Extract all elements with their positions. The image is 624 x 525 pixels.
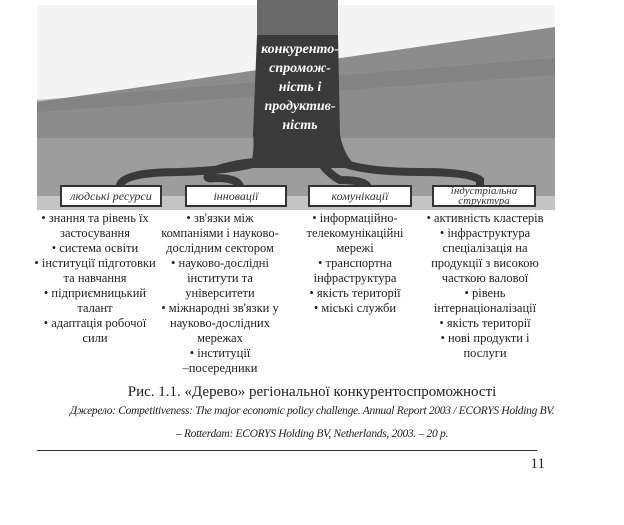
root-box-industrial-structure: індустріальна структура xyxy=(432,185,536,207)
list-item: • транспортна xyxy=(318,256,392,270)
figure-caption: Рис. 1.1. «Дерево» регіональної конкурен… xyxy=(127,384,497,400)
list-item: • підприємницький xyxy=(43,286,147,300)
list-item: • інформаційно- xyxy=(312,211,398,225)
root-box-human-resources: людські ресурси xyxy=(60,185,162,207)
source-line-2: – Rotterdam: ECORYS Holding BV, Netherla… xyxy=(175,428,449,440)
root-box-communications: комунікації xyxy=(308,185,412,207)
list-item: університети xyxy=(185,286,255,300)
root-box-label: комунікації xyxy=(331,189,389,203)
trunk-top xyxy=(257,0,338,35)
list-item: • якість території xyxy=(309,286,401,300)
list-item: • інфраструктура xyxy=(439,226,531,240)
list-item: науково-дослідних xyxy=(170,316,270,330)
list-item: • активність кластерів xyxy=(426,211,544,225)
root-box-label: індустріальна структура xyxy=(450,185,518,207)
list-item: талант xyxy=(77,301,113,315)
list-item: • міжнародні зв'язки у xyxy=(161,301,279,315)
list-item: мережі xyxy=(336,241,374,255)
list-item: • нові продукти і xyxy=(440,331,530,345)
list-item: дослідним сектором xyxy=(166,241,274,255)
list-item: інфраструктура xyxy=(313,271,397,285)
list-item: • науково-дослідні xyxy=(171,256,269,270)
list-item: • зв'язки між xyxy=(186,211,254,225)
trunk-label-line: ність і xyxy=(278,80,322,95)
page-number: 11 xyxy=(530,456,545,472)
tree-trunk xyxy=(250,0,360,168)
tree-diagram xyxy=(37,0,555,210)
list-item: • якість території xyxy=(439,316,531,330)
list-item: часткою валової xyxy=(441,271,529,285)
trunk-label-line: ність xyxy=(282,118,318,133)
list-item: та навчання xyxy=(63,271,127,285)
footer-divider xyxy=(37,450,537,451)
list-item: мережах xyxy=(197,331,243,345)
root-box-label: інновації xyxy=(213,189,259,203)
list-item: • міські служби xyxy=(313,301,397,315)
list-item: • система освіти xyxy=(51,241,139,255)
trunk-label-line: спромож- xyxy=(269,61,331,76)
list-item: • адаптація робочої xyxy=(43,316,147,330)
root-4 xyxy=(331,156,484,194)
list-item: продукції з високою xyxy=(431,256,539,270)
list-item: телекомунікаційні xyxy=(306,226,404,240)
root-box-innovations: інновації xyxy=(185,185,287,207)
list-item: компаніями і науково- xyxy=(161,226,279,240)
list-item: застосування xyxy=(60,226,130,240)
root-2 xyxy=(203,157,279,192)
source-line-1: Джерело: Competitiveness: The major econ… xyxy=(69,405,555,417)
list-item: • інституції підготовки xyxy=(34,256,156,270)
list-item: –посередники xyxy=(182,361,258,375)
trunk-label: конкуренто- спромож- ність і продуктив- … xyxy=(250,40,350,135)
list-item: • інституції xyxy=(189,346,251,360)
list-item: послуги xyxy=(463,346,507,360)
list-item: інтернаціоналізації xyxy=(433,301,537,315)
root-box-label: людські ресурси xyxy=(70,189,152,203)
list-item: • рівень xyxy=(464,286,506,300)
soil-bottom xyxy=(37,196,555,210)
list-item: • знання та рівень їх xyxy=(41,211,149,225)
trunk-label-line: продуктив- xyxy=(264,99,336,114)
list-item: спеціалізація на xyxy=(442,241,528,255)
trunk-label-line: конкуренто- xyxy=(261,42,339,57)
list-item: сили xyxy=(82,331,108,345)
list-item: інститути та xyxy=(187,271,253,285)
